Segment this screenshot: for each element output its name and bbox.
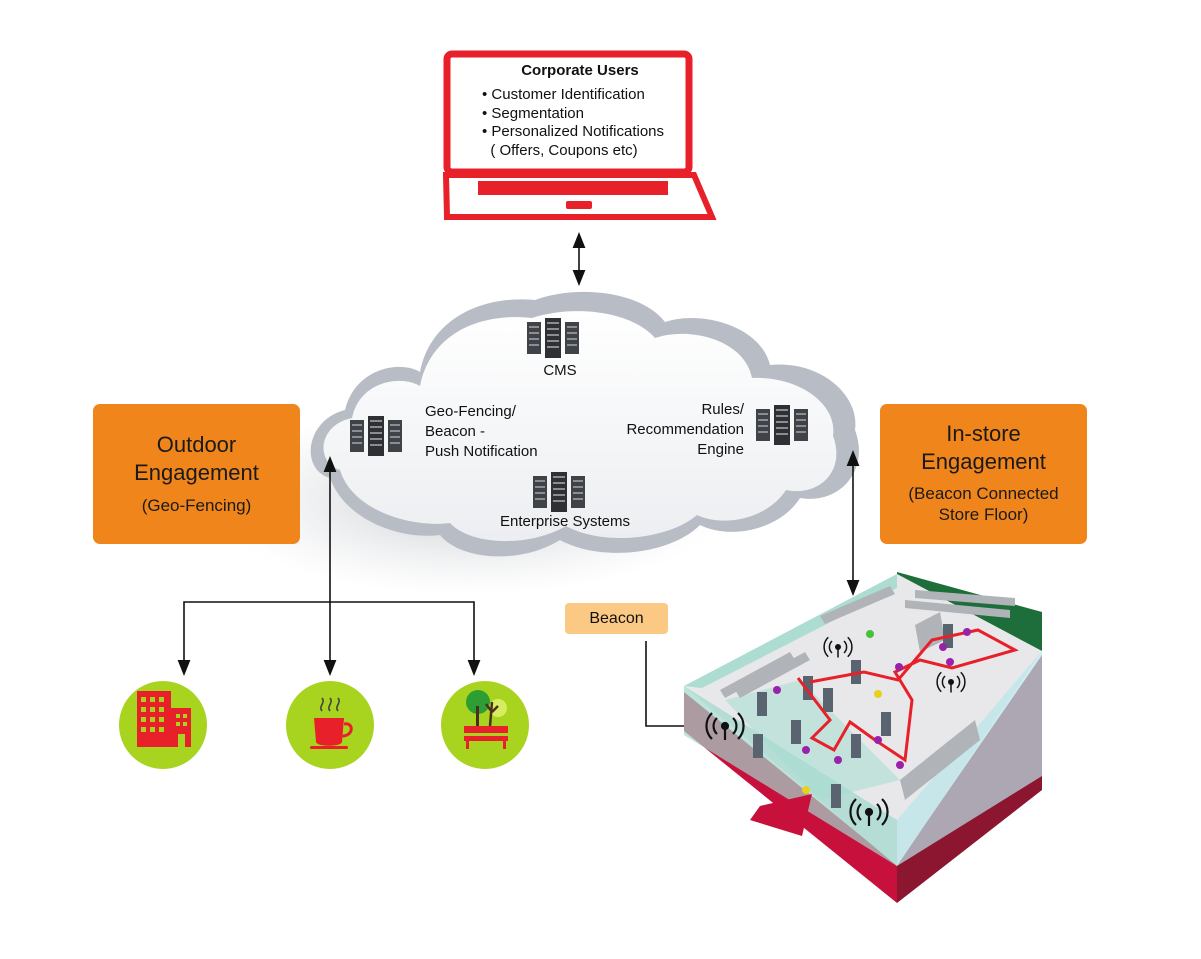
server-icon <box>527 318 579 358</box>
office-building-icon <box>119 681 207 769</box>
rules-engine-label: Rules/ Recommendation Engine <box>626 401 744 458</box>
geo-fencing-label: Geo-Fencing/ Beacon - Push Notification <box>425 403 538 460</box>
cloud <box>210 291 859 595</box>
list-item: ( Offers, Coupons etc) <box>482 141 638 159</box>
corporate-users-title: Corporate Users <box>521 62 639 79</box>
outdoor-subtitle: (Geo-Fencing) <box>141 496 252 515</box>
beacon-signal-icon <box>705 712 745 740</box>
park-bench-icon <box>441 681 529 769</box>
instore-subtitle-line1: (Beacon Connected <box>908 484 1059 503</box>
outdoor-title-line2: Engagement <box>134 460 259 485</box>
beacon-label: Beacon <box>565 603 668 634</box>
instore-subtitle-line2: Store Floor) <box>938 505 1029 524</box>
list-item: • Personalized Notifications <box>482 123 665 140</box>
beacon-signal-icon <box>849 798 889 826</box>
beacon-signal-icon <box>823 636 853 658</box>
corporate-users-list: • Customer Identification • Segmentation… <box>482 86 664 160</box>
outdoor-connectors <box>177 456 481 676</box>
server-icon <box>756 405 808 445</box>
instore-title-line2: Engagement <box>921 449 1046 474</box>
server-icon <box>533 472 585 512</box>
instore-title-line1: In-store <box>946 421 1021 446</box>
instore-engagement-box: In-store Engagement (Beacon Connected St… <box>880 404 1087 544</box>
list-item: • Segmentation <box>482 104 584 122</box>
laptop-icon <box>442 50 717 220</box>
store-floor <box>684 572 1042 903</box>
list-item: • Customer Identification <box>482 86 645 103</box>
outdoor-title-line1: Outdoor <box>156 432 237 457</box>
coffee-cup-icon <box>286 681 374 769</box>
enterprise-systems-label: Enterprise Systems <box>499 513 631 530</box>
cms-label: CMS <box>543 362 577 379</box>
server-icon <box>350 416 402 456</box>
outdoor-engagement-box: Outdoor Engagement (Geo-Fencing) <box>93 404 300 544</box>
